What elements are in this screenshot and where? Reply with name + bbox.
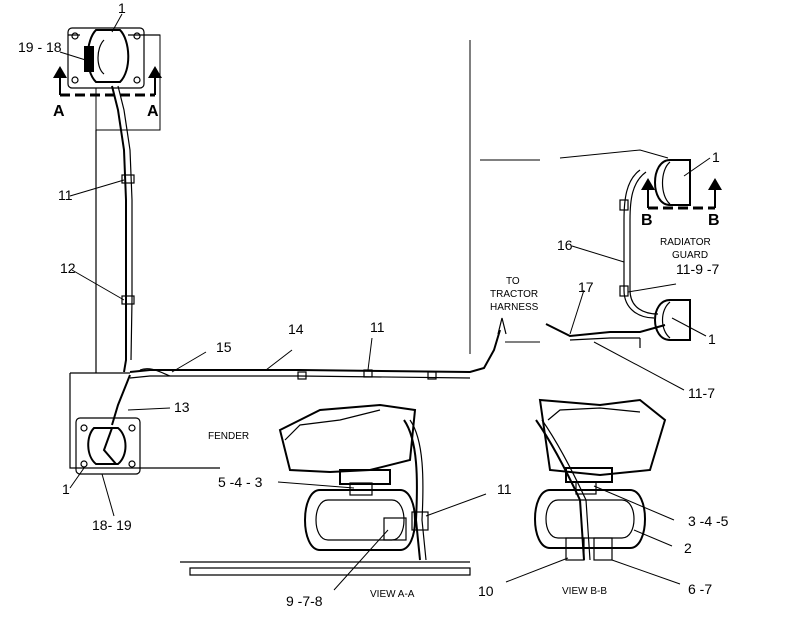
label-tractor-1: TO — [506, 276, 520, 287]
radiator-lamp-assembly — [480, 149, 691, 348]
callout-vb-parts-bottom-left: 10 — [478, 583, 494, 599]
section-mark-a-right: A — [147, 103, 159, 120]
callout-vb-parts-bottom-right: 6 -7 — [688, 581, 712, 597]
callout-va-parts-bottom: 9 -7-8 — [286, 593, 323, 609]
label-radiator-1: RADIATOR — [660, 237, 711, 248]
view-b-b-detail — [534, 398, 667, 561]
bottom-left-lamp-assembly — [75, 374, 141, 475]
section-mark-a-left: A — [53, 103, 65, 120]
callout-connector: 15 — [216, 339, 232, 355]
callout-right-parts-lower: 11-7 — [688, 385, 715, 401]
label-tractor-3: HARNESS — [490, 302, 539, 313]
section-b-b-cut: B B — [641, 178, 722, 229]
label-fender: FENDER — [208, 431, 249, 442]
callout-harness-main: 14 — [288, 321, 304, 337]
main-harness — [129, 40, 520, 380]
callout-vb-bracket: 2 — [684, 540, 692, 556]
callout-lamp-bottom: 1 — [62, 481, 70, 497]
callout-clip-main: 11 — [370, 319, 385, 335]
callout-lamp-right-top: 1 — [712, 149, 720, 165]
section-mark-b-right: B — [708, 212, 720, 229]
section-a-a-cut: A A — [53, 66, 162, 120]
callout-lamp-top-parts: 19 - 18 — [18, 39, 62, 55]
callout-harness-right: 16 — [557, 237, 573, 253]
callout-va-clip: 11 — [497, 481, 512, 497]
view-a-a-detail — [180, 403, 471, 576]
callout-harness-lower: 13 — [174, 399, 190, 415]
label-radiator-2: GUARD — [672, 250, 708, 261]
callout-lamp-bottom-parts: 18- 19 — [92, 517, 132, 533]
callout-vb-parts-right: 3 -4 -5 — [688, 513, 729, 529]
left-vertical-harness — [69, 85, 220, 469]
leader-lines — [59, 13, 711, 591]
callout-clip-mid: 12 — [60, 260, 76, 276]
callout-va-parts-top: 5 -4 - 3 — [218, 474, 263, 490]
callout-clip-upper: 11 — [58, 187, 73, 203]
callout-lamp-right-bottom: 1 — [708, 331, 716, 347]
top-left-lamp-assembly — [67, 27, 161, 131]
callout-lamp-top: 1 — [118, 0, 126, 16]
label-tractor-2: TRACTOR — [490, 289, 538, 300]
label-view-a: VIEW A-A — [370, 589, 415, 600]
label-view-b: VIEW B-B — [562, 586, 607, 597]
section-mark-b-left: B — [641, 212, 653, 229]
callout-right-parts-upper: 11-9 -7 — [676, 261, 720, 277]
callout-harness-right2: 17 — [578, 279, 594, 295]
